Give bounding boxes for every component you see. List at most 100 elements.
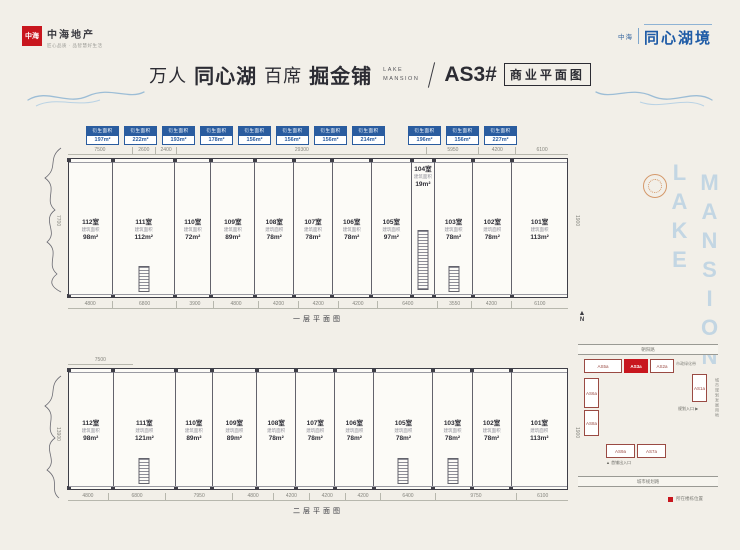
dimension-value: 29300: [176, 146, 427, 155]
unit-area-value: 19m²: [415, 181, 431, 188]
compass-arrow-icon: ▲: [578, 310, 586, 317]
dimension-value: 4800: [68, 301, 113, 309]
site-map-item: 市政绿化带: [676, 361, 696, 366]
derived-area-tag: 衍生面积 156m²: [276, 126, 309, 145]
dimension-value: 4200: [478, 146, 516, 155]
unit-room-number: 106室: [345, 419, 364, 427]
unit-cell: 103室 建筑面积 78m²: [432, 158, 473, 298]
north-compass: ▲ N: [574, 310, 590, 324]
derived-area-tag-value: 156m²: [314, 135, 347, 145]
unit-area-label: 建筑面积: [444, 226, 463, 232]
site-map-item: AS7a: [637, 444, 666, 458]
derived-area-tag: 衍生面积 156m²: [446, 126, 479, 145]
dimension-value: 4800: [232, 492, 273, 501]
unit-area-label: 建筑面积: [183, 226, 202, 232]
unit-cell: 107室 建筑面积 78m²: [293, 368, 334, 490]
derived-area-tag: 衍生面积 156m²: [314, 126, 347, 145]
unit-area-value: 113m²: [530, 434, 549, 442]
derived-area-tag-value: 156m²: [238, 135, 271, 145]
unit-area-label: 建筑面积: [394, 427, 413, 433]
unit-area-value: 78m²: [395, 434, 412, 442]
unit-area-value: 113m²: [530, 233, 549, 241]
floor-plan-level-1: 衍生面积 197m² 衍生面积 222m² 衍生面积 193m² 衍生面积 17…: [44, 126, 580, 324]
floor-plan-body: 112室 建筑面积 98m² 111室 建筑面积 112m² 110室 建筑面积…: [66, 158, 568, 298]
unit-area-value: 78m²: [307, 434, 323, 442]
project-brand: 中海 同心湖境: [618, 24, 712, 48]
derived-area-tag: 衍生面积 196m²: [408, 126, 441, 145]
unit-area-value: 72m²: [185, 233, 201, 241]
unit-cell: 103室 建筑面积 78m²: [430, 368, 471, 490]
unit-room-number: 112室: [82, 218, 100, 226]
bottom-dimension-row: 4800 6800 3900 4800 4200 4200 4200 6400 …: [68, 300, 568, 309]
derived-area-tag-value: 197m²: [86, 135, 119, 145]
dimension-value: 6800: [112, 300, 176, 309]
unit-area-label: 建筑面积: [223, 226, 242, 232]
unit-area-label: 建筑面积: [413, 174, 432, 179]
unit-room-number: 104室: [414, 166, 432, 173]
unit-cell: 102室 建筑面积 78m²: [470, 368, 511, 490]
unit-area-label: 建筑面积: [482, 427, 501, 433]
unit-room-number: 103室: [444, 218, 463, 226]
unit-area-value: 112m²: [134, 233, 153, 241]
unit-area-label: 建筑面积: [81, 226, 100, 232]
derived-area-tag-label: 衍生面积: [276, 126, 309, 135]
site-location-map: 朝阳路 AS5a AS3a AS2a 市政绿化带 AS1a 规划入口 ▶ AS6…: [578, 344, 720, 490]
staircase-icon: [447, 458, 458, 484]
unit-cell: 105室 建筑面积 97m²: [369, 158, 412, 298]
project-brand-name: 同心湖境: [643, 24, 712, 48]
dimension-value: 4200: [337, 300, 378, 309]
wave-decoration-left: [27, 91, 145, 107]
unit-cell: 104室 建筑面积 19m²: [409, 158, 434, 298]
unit-cell: 110室 建筑面积 89m²: [173, 368, 211, 490]
site-map-item: 朝阳路: [578, 344, 718, 355]
wave-decoration-right: [595, 91, 713, 107]
unit-room-number: 101室: [530, 419, 548, 427]
unit-room-number: 101室: [530, 218, 549, 226]
unit-area-label: 建筑面积: [135, 427, 154, 433]
brand-divider: [637, 28, 639, 44]
dimension-value: 9750: [434, 492, 517, 501]
derived-area-tag: 衍生面积 193m²: [162, 126, 195, 145]
derived-area-tag-label: 衍生面积: [238, 126, 271, 135]
plan-caption: 二层平面图: [293, 508, 343, 515]
unit-area-label: 建筑面积: [265, 226, 284, 232]
unit-room-number: 108室: [265, 218, 283, 226]
derived-area-tag-label: 衍生面积: [86, 126, 119, 135]
unit-area-value: 98m²: [82, 233, 99, 241]
site-map-item: AS3a: [624, 359, 648, 373]
unit-area-label: 建筑面积: [267, 427, 286, 433]
left-dimension: 13900: [55, 426, 61, 441]
project-brand-prefix: 中海: [617, 34, 633, 41]
title-en-line2: MANSION: [383, 75, 420, 82]
site-map-item: 城市规划发展用地: [715, 378, 720, 418]
unit-room-number: 106室: [343, 218, 361, 226]
site-map-item: AS1a: [692, 374, 707, 402]
developer-logo: 中海 中海地产 匠心品质 · 品智慧好生活: [22, 26, 103, 49]
unit-area-label: 建筑面积: [134, 226, 153, 232]
unit-cell: 106室 建筑面积 78m²: [330, 158, 371, 298]
unit-room-number: 110室: [184, 218, 202, 226]
unit-area-value: 89m²: [186, 434, 202, 442]
dimension-value: 4200: [471, 300, 511, 309]
derived-area-tag-label: 衍生面积: [484, 126, 517, 135]
legend-swatch-icon: [668, 496, 673, 502]
derived-area-tag-value: 193m²: [162, 135, 195, 145]
developer-logo-tagline: 匠心品质 · 品智慧好生活: [47, 43, 103, 48]
derived-area-tag-value: 222m²: [124, 135, 157, 145]
derived-area-tag-label: 衍生面积: [162, 126, 195, 135]
site-map-item: AS9a: [606, 444, 635, 458]
unit-room-number: 109室: [224, 218, 242, 226]
unit-cell: 111室 建筑面积 112m²: [110, 158, 174, 298]
dimension-value: 3900: [175, 300, 213, 309]
dimension-value: 7950: [165, 492, 233, 501]
dimension-value: 4800: [212, 300, 259, 309]
top-dimension-row: 7500 2600 2400 29300 5950 4200 6100: [68, 146, 568, 155]
unit-cell: 106室 建筑面积 78m²: [332, 368, 373, 490]
developer-logo-name: 中海地产: [47, 30, 95, 41]
unit-area-label: 建筑面积: [530, 226, 549, 232]
dimension-value: 4200: [308, 492, 345, 501]
dimension-value: 6400: [380, 492, 435, 501]
unit-cell: 112室 建筑面积 98m²: [66, 158, 112, 298]
unit-area-label: 建筑面积: [184, 427, 203, 433]
top-dimension-row: 7500: [68, 356, 568, 365]
